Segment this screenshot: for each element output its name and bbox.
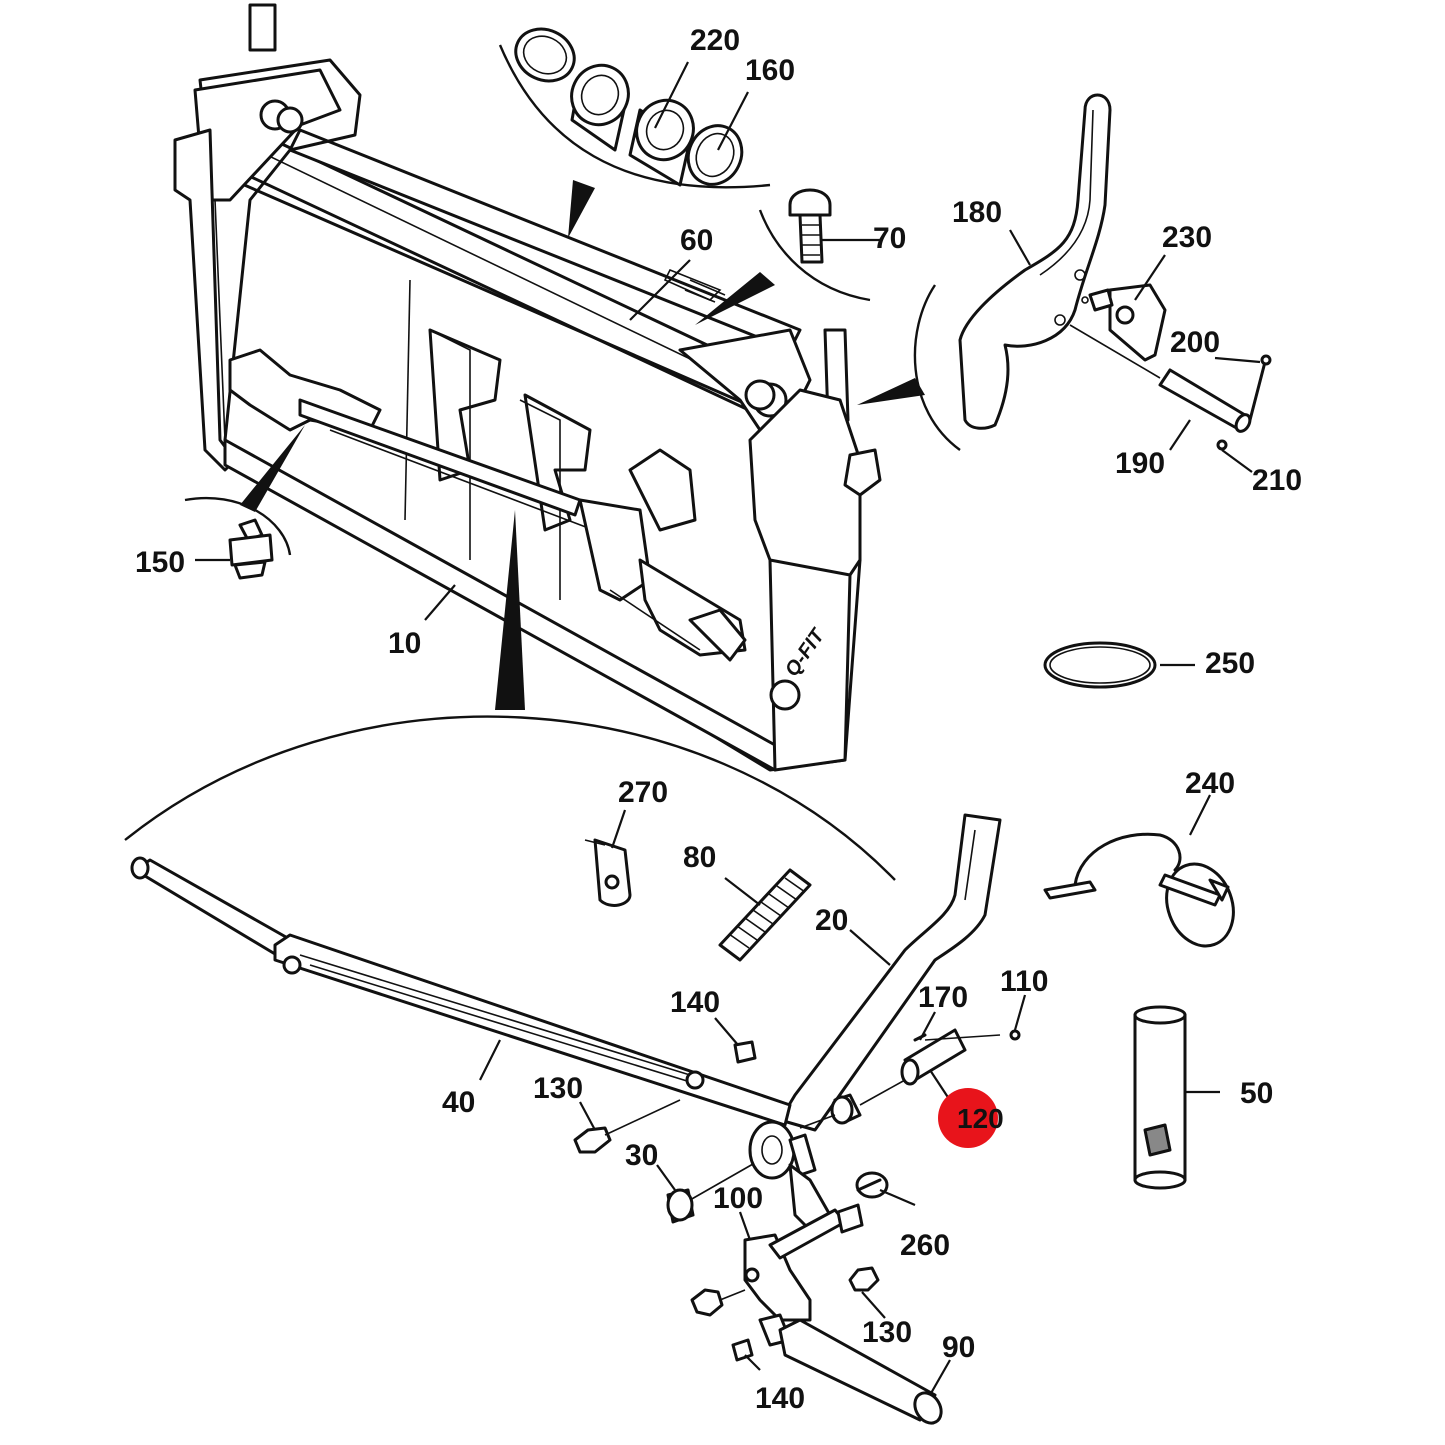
label-200: 200 — [1170, 326, 1220, 359]
label-100: 100 — [713, 1182, 763, 1215]
bushing-set — [514, 27, 744, 187]
label-80: 80 — [683, 841, 716, 874]
bolt-130-upper — [573, 1099, 681, 1154]
bolt-70 — [788, 188, 832, 264]
label-240: 240 — [1185, 767, 1235, 800]
pivot-block — [748, 1120, 817, 1180]
label-220: 220 — [690, 24, 740, 57]
nut-140-lower — [731, 1338, 754, 1362]
lock-handle — [958, 93, 1112, 430]
detail-arc-bushings — [498, 44, 771, 189]
label-190: 190 — [1115, 447, 1165, 480]
spacer-30 — [666, 1159, 761, 1224]
label-210: 210 — [1252, 464, 1302, 497]
detail-arc-linkage — [124, 715, 896, 881]
pin-190 — [1069, 324, 1252, 433]
bolt-130-lower — [690, 1266, 880, 1317]
leader-lines — [195, 61, 1261, 1396]
label-260: 260 — [900, 1229, 950, 1262]
decal-60 — [663, 268, 726, 303]
fitting-150 — [228, 518, 274, 580]
label-250: 250 — [1205, 647, 1255, 680]
pin-110 — [1009, 1029, 1021, 1041]
label-130-lower: 130 — [862, 1316, 912, 1349]
label-270: 270 — [618, 776, 668, 809]
label-140-lower: 140 — [755, 1382, 805, 1415]
highlight-marker — [938, 1088, 998, 1148]
detail-arc-handle — [913, 284, 961, 451]
label-230: 230 — [1162, 221, 1212, 254]
label-130-upper: 130 — [533, 1072, 583, 1105]
pin-50 — [1133, 1005, 1187, 1190]
nut-140-upper — [733, 1040, 757, 1064]
tab-270 — [584, 838, 632, 907]
main-frame: Q-FIT — [173, 3, 882, 772]
label-40: 40 — [442, 1086, 475, 1119]
label-90: 90 — [942, 1331, 975, 1364]
spring-80 — [718, 868, 812, 962]
link-100 — [743, 1163, 864, 1322]
label-70: 70 — [873, 222, 906, 255]
label-180: 180 — [952, 196, 1002, 229]
detail-arc-fitting — [184, 496, 292, 556]
lynch-pin-240 — [1043, 832, 1235, 948]
label-60: 60 — [680, 224, 713, 257]
pin-200 — [1248, 354, 1272, 422]
label-10: 10 — [388, 627, 421, 660]
bushing-120 — [799, 1028, 967, 1129]
label-140-upper: 140 — [670, 986, 720, 1019]
part-labels: 220 160 70 60 180 230 200 190 210 150 10… — [135, 24, 1302, 1415]
pin-210 — [1216, 439, 1228, 451]
snap-ring-250 — [1043, 641, 1157, 689]
label-20: 20 — [815, 904, 848, 937]
label-50: 50 — [1240, 1077, 1273, 1110]
lever-20 — [778, 813, 1002, 1132]
detail-arc-bolt — [758, 209, 871, 302]
handle-bar-90 — [758, 1313, 943, 1425]
detail-pointer-bushings — [568, 180, 595, 238]
detail-pointer-fitting — [240, 425, 305, 512]
detail-pointer-linkage — [495, 510, 525, 710]
label-150: 150 — [135, 546, 185, 579]
detail-pointer-handle — [857, 378, 925, 405]
label-30: 30 — [625, 1139, 658, 1172]
ring-230 — [1088, 283, 1167, 362]
label-110: 110 — [1000, 965, 1048, 998]
label-160: 160 — [745, 54, 795, 87]
rod-40 — [130, 856, 792, 1127]
label-170: 170 — [918, 981, 968, 1014]
label-120: 120 — [957, 1103, 1004, 1134]
detail-pointer-bolt — [695, 272, 775, 325]
ring-260 — [855, 1171, 889, 1199]
